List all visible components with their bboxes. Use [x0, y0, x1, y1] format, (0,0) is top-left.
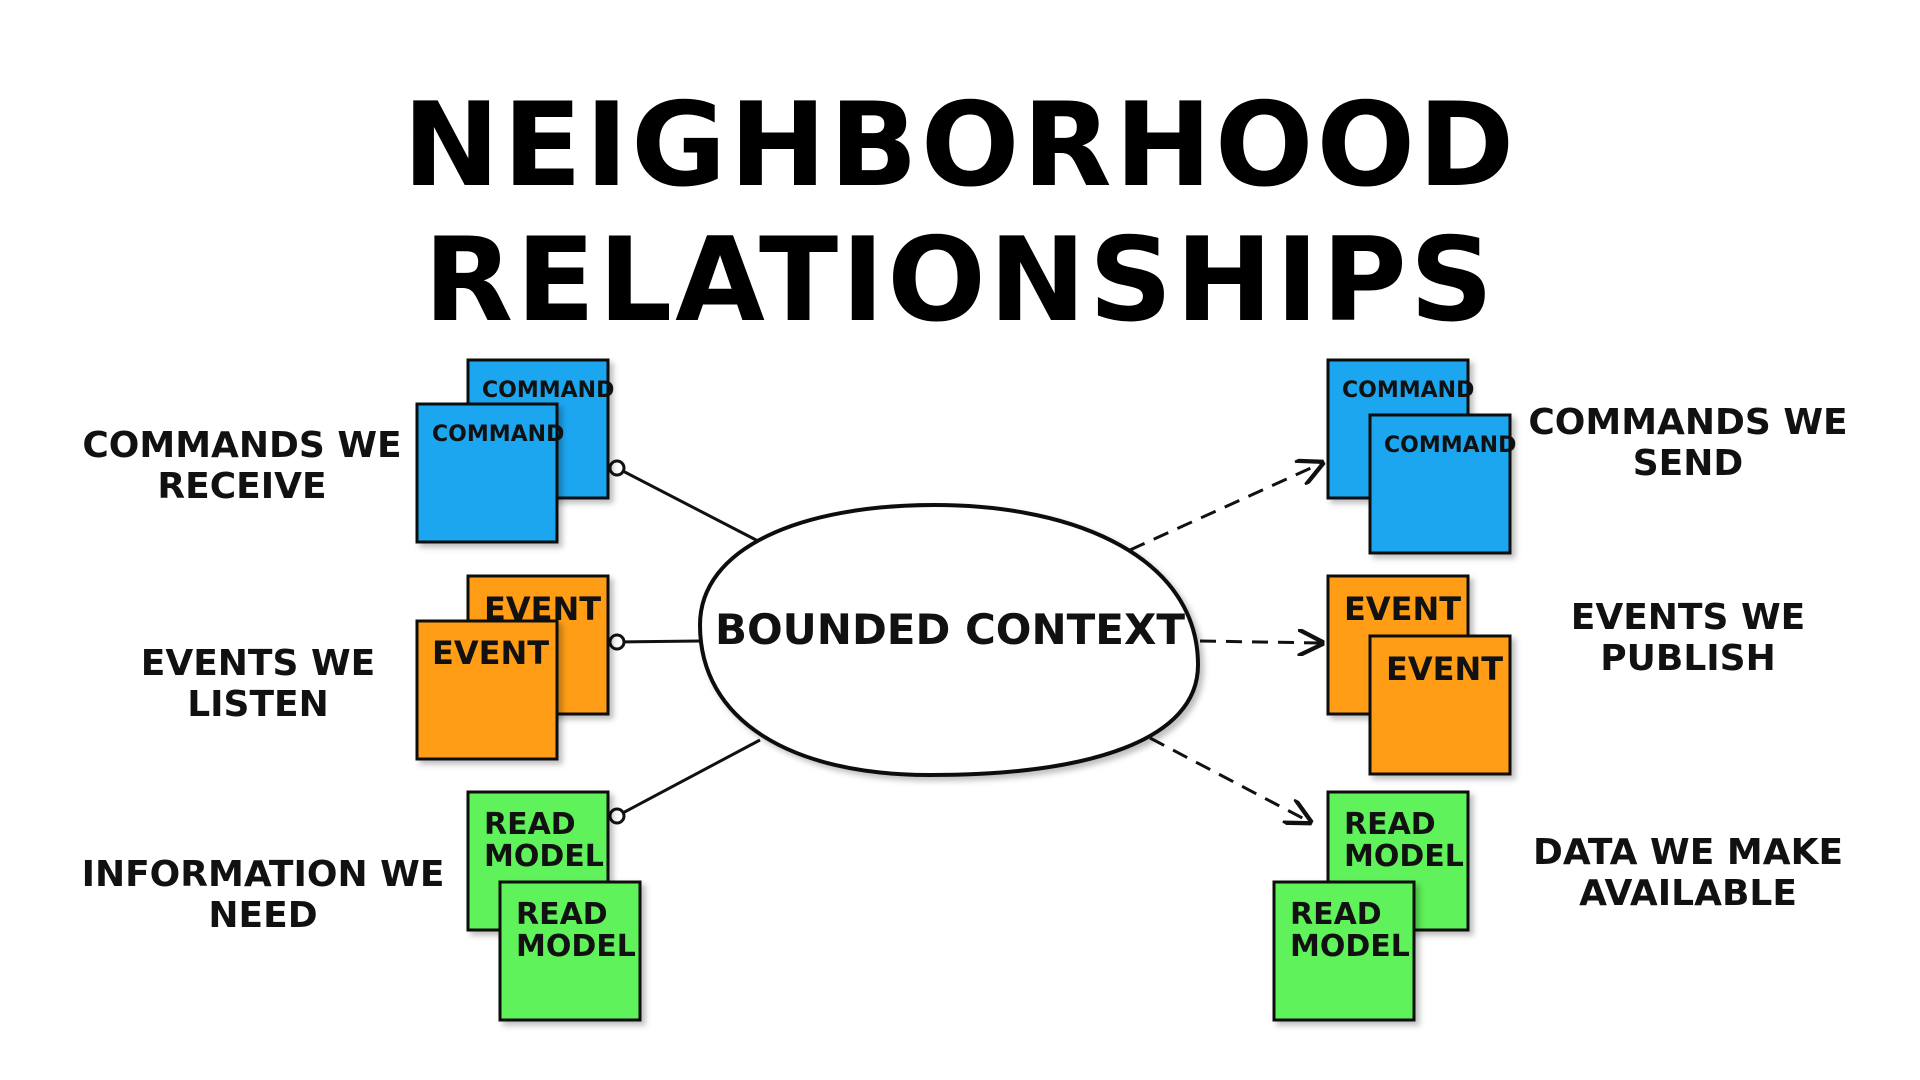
label-commands-sent: COMMANDS WE SEND: [1528, 402, 1847, 484]
sticky-note-read-model-front: [498, 880, 642, 1022]
label-line: DATA WE MAKE: [1533, 832, 1843, 873]
label-line: EVENTS WE: [1571, 597, 1806, 638]
label-line: COMMANDS WE: [82, 425, 401, 466]
sticky-note-label: READ: [1290, 897, 1382, 932]
sticky-note-label: COMMAND: [482, 378, 614, 403]
sticky-group-commands-sent: COMMAND COMMAND: [1326, 358, 1516, 555]
sticky-group-events-published: EVENT EVENT: [1326, 574, 1512, 776]
arrow-events-published: [1199, 641, 1322, 643]
sticky-note-label: READ: [484, 807, 576, 842]
sticky-note-label: COMMAND: [1384, 433, 1516, 458]
label-line: LISTEN: [187, 684, 329, 725]
sticky-note-label: EVENT: [1344, 590, 1461, 628]
arrow-commands-sent: [1129, 463, 1322, 552]
connector-events-listened: [616, 639, 701, 644]
page-title: NEIGHBORHOOD RELATIONSHIPS: [402, 78, 1518, 348]
sticky-group-commands-received: COMMAND COMMAND: [415, 358, 614, 544]
connector-end-circle: [608, 807, 626, 825]
label-line: COMMANDS WE: [1528, 402, 1847, 443]
label-line: NEED: [208, 895, 317, 936]
label-events-listened: EVENTS WE LISTEN: [141, 643, 376, 725]
sticky-note-event-front: [1368, 634, 1512, 776]
sticky-note-label: EVENT: [432, 634, 549, 672]
bounded-context-label: BOUNDED CONTEXT: [715, 605, 1185, 654]
sticky-note-read-model-front: [1272, 880, 1416, 1022]
sticky-note-command-front: [415, 402, 559, 544]
label-data-available: DATA WE MAKE AVAILABLE: [1533, 832, 1843, 914]
sticky-note-label: COMMAND: [432, 422, 564, 447]
sticky-note-command-front: [1368, 413, 1512, 555]
sticky-group-data-available: READ MODEL READ MODEL: [1272, 790, 1470, 1022]
label-events-published: EVENTS WE PUBLISH: [1571, 597, 1806, 679]
sticky-note-label: MODEL: [516, 929, 636, 964]
label-line: RECEIVE: [157, 466, 326, 507]
connector-end-circle: [608, 459, 626, 477]
sticky-group-information-needed: READ MODEL READ MODEL: [466, 790, 642, 1022]
sticky-note-label: MODEL: [1344, 839, 1464, 874]
connector-information-needed: [616, 738, 761, 818]
label-line: INFORMATION WE: [82, 854, 445, 895]
label-line: AVAILABLE: [1579, 873, 1797, 914]
label-line: PUBLISH: [1600, 638, 1775, 679]
connector-end-circle: [608, 633, 626, 651]
sticky-note-label: COMMAND: [1342, 378, 1474, 403]
sticky-note-label: MODEL: [484, 839, 604, 874]
bounded-context: BOUNDED CONTEXT: [697, 502, 1201, 778]
arrow-data-available: [1149, 736, 1310, 822]
sticky-note-label: EVENT: [1386, 650, 1503, 688]
label-information-needed: INFORMATION WE NEED: [82, 854, 445, 936]
label-line: EVENTS WE: [141, 643, 376, 684]
label-commands-received: COMMANDS WE RECEIVE: [82, 425, 401, 507]
sticky-note-label: MODEL: [1290, 929, 1410, 964]
sticky-group-events-listened: EVENT EVENT: [415, 574, 610, 761]
sticky-note-label: READ: [516, 897, 608, 932]
sticky-note-label: READ: [1344, 807, 1436, 842]
connector-commands-received: [616, 466, 761, 544]
sticky-note-event-front: [415, 619, 559, 761]
label-line: SEND: [1633, 443, 1744, 484]
